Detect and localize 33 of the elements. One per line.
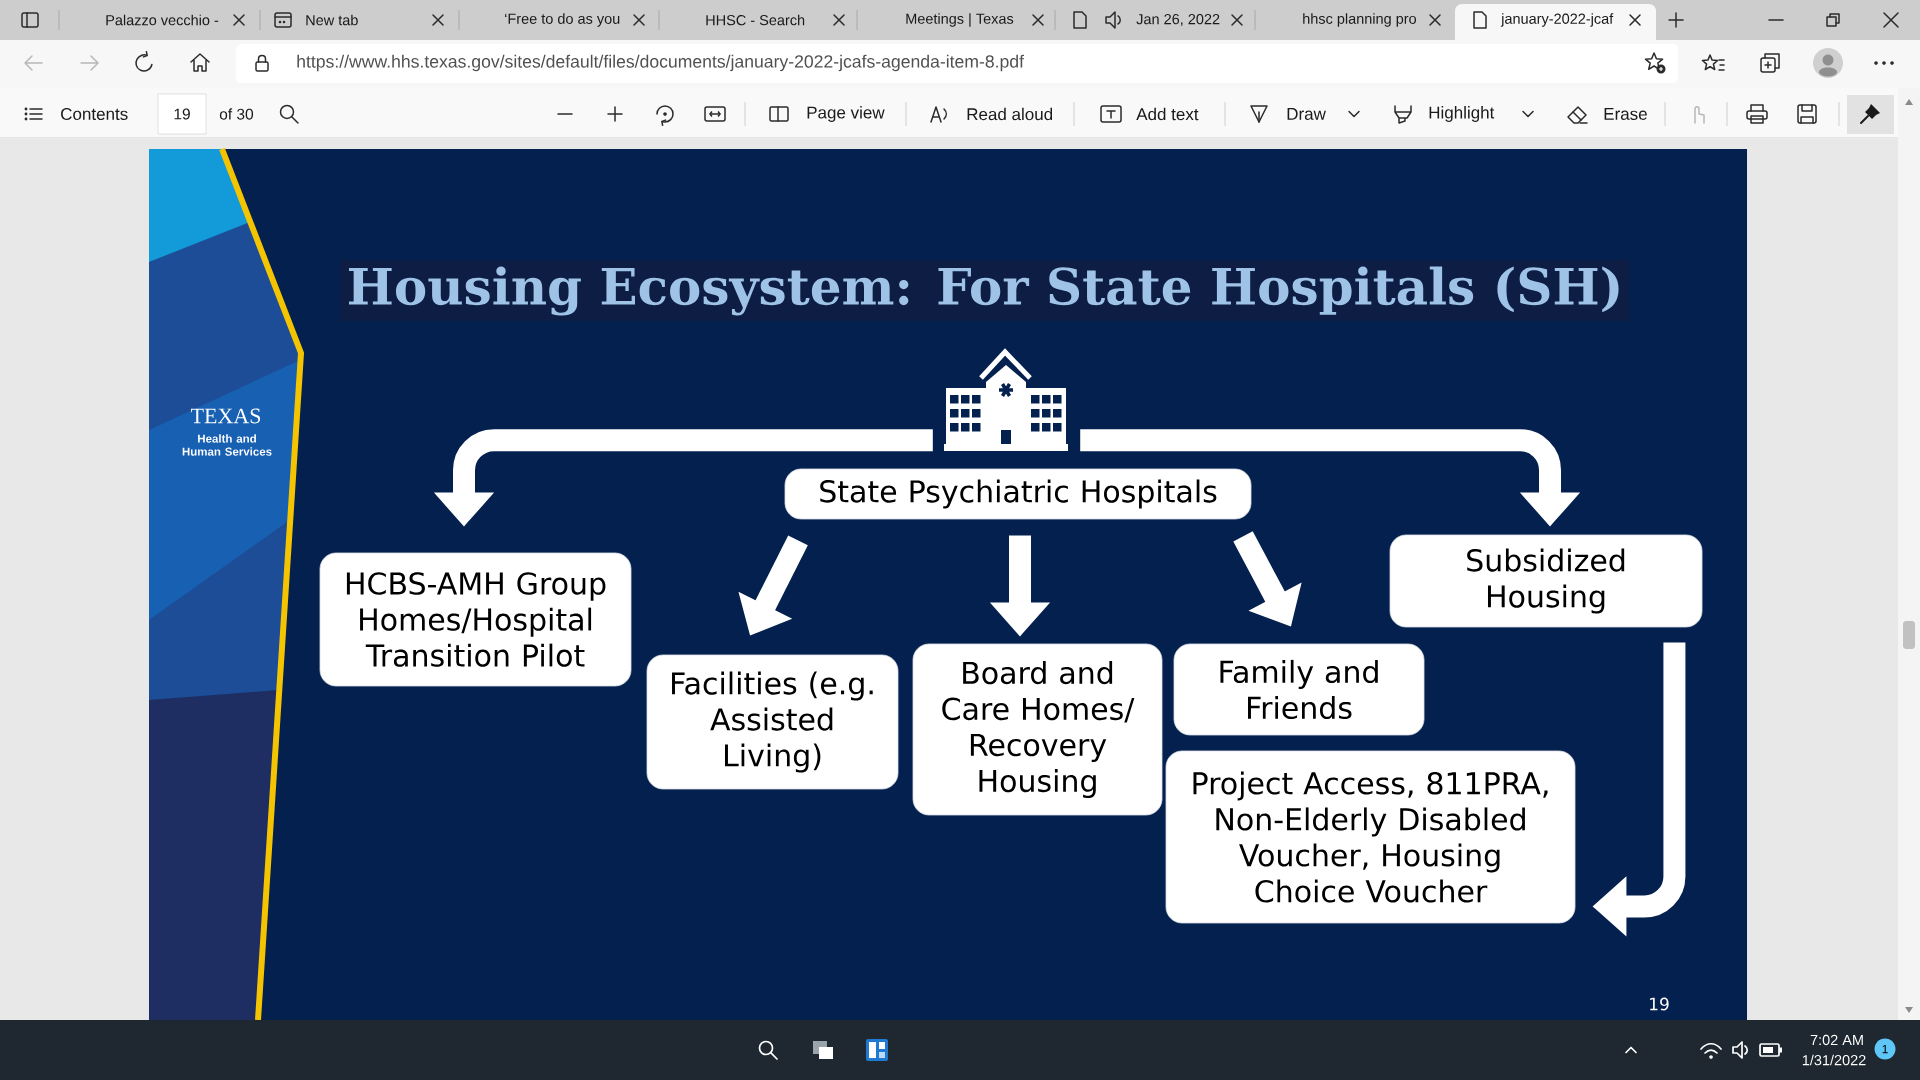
tab-title: hhsc planning pro [1303, 13, 1417, 27]
rounded-box: Project Access, 811PRA, Non-Elderly Disabled Voucher, Housing Choice Voucher [1165, 750, 1576, 924]
active-tab: january-2022-jcaf [1455, 4, 1656, 40]
page-number: 19 [1650, 997, 1669, 1011]
agency-name: TEXAS [190, 408, 261, 424]
toolbar-label: Add text [1136, 107, 1199, 121]
tab-title: Jan 26, 2022 [1136, 14, 1220, 26]
rounded-box: State Psychiatric Hospitals [784, 468, 1252, 520]
page-number-field: 19 [157, 93, 207, 135]
building-icon [944, 348, 1068, 451]
rounded-box: Family and Friends [1173, 643, 1425, 736]
tab-title: ‘Free to do as you [505, 13, 620, 27]
toolbar-label: Draw [1287, 108, 1326, 120]
agency-name: Health and Human Services [182, 434, 272, 456]
rounded-box: Facilities (e.g. Assisted Living) [646, 654, 899, 790]
toolbar-label: Contents [61, 107, 128, 120]
toolbar-label: Read aloud [967, 107, 1053, 121]
rounded-box: HCBS-AMH Group Homes/Hospital Transition Pilot [319, 552, 632, 687]
tab-title: New tab [306, 14, 358, 26]
tab-title: HHSC - Search [706, 14, 805, 26]
toolbar-label: Erase [1604, 108, 1647, 120]
address-bar: https://www.hhs.texas.gov/sites/default/files/documents/january-2022-jcafs-agenda-item-8.pdf [236, 44, 1678, 83]
rounded-box: Subsidized Housing [1389, 534, 1703, 628]
page-count: of 30 [219, 108, 254, 120]
clock-time: 7:02 AM [1810, 1034, 1863, 1046]
clock-date: 1/31/2022 [1802, 1054, 1866, 1066]
tab-title: Palazzo vecchio - [106, 14, 219, 26]
notification-badge: 1 [1874, 1038, 1896, 1060]
toolbar-label: Highlight [1429, 106, 1495, 122]
toolbar-label: Page view [807, 106, 885, 122]
rounded-box: Board and Care Homes/ Recovery Housing [912, 643, 1163, 816]
tab-title: Meetings | Texas [906, 13, 1014, 27]
slide-title: Housing Ecosystem: For State Hospitals (SH) [340, 260, 1629, 321]
